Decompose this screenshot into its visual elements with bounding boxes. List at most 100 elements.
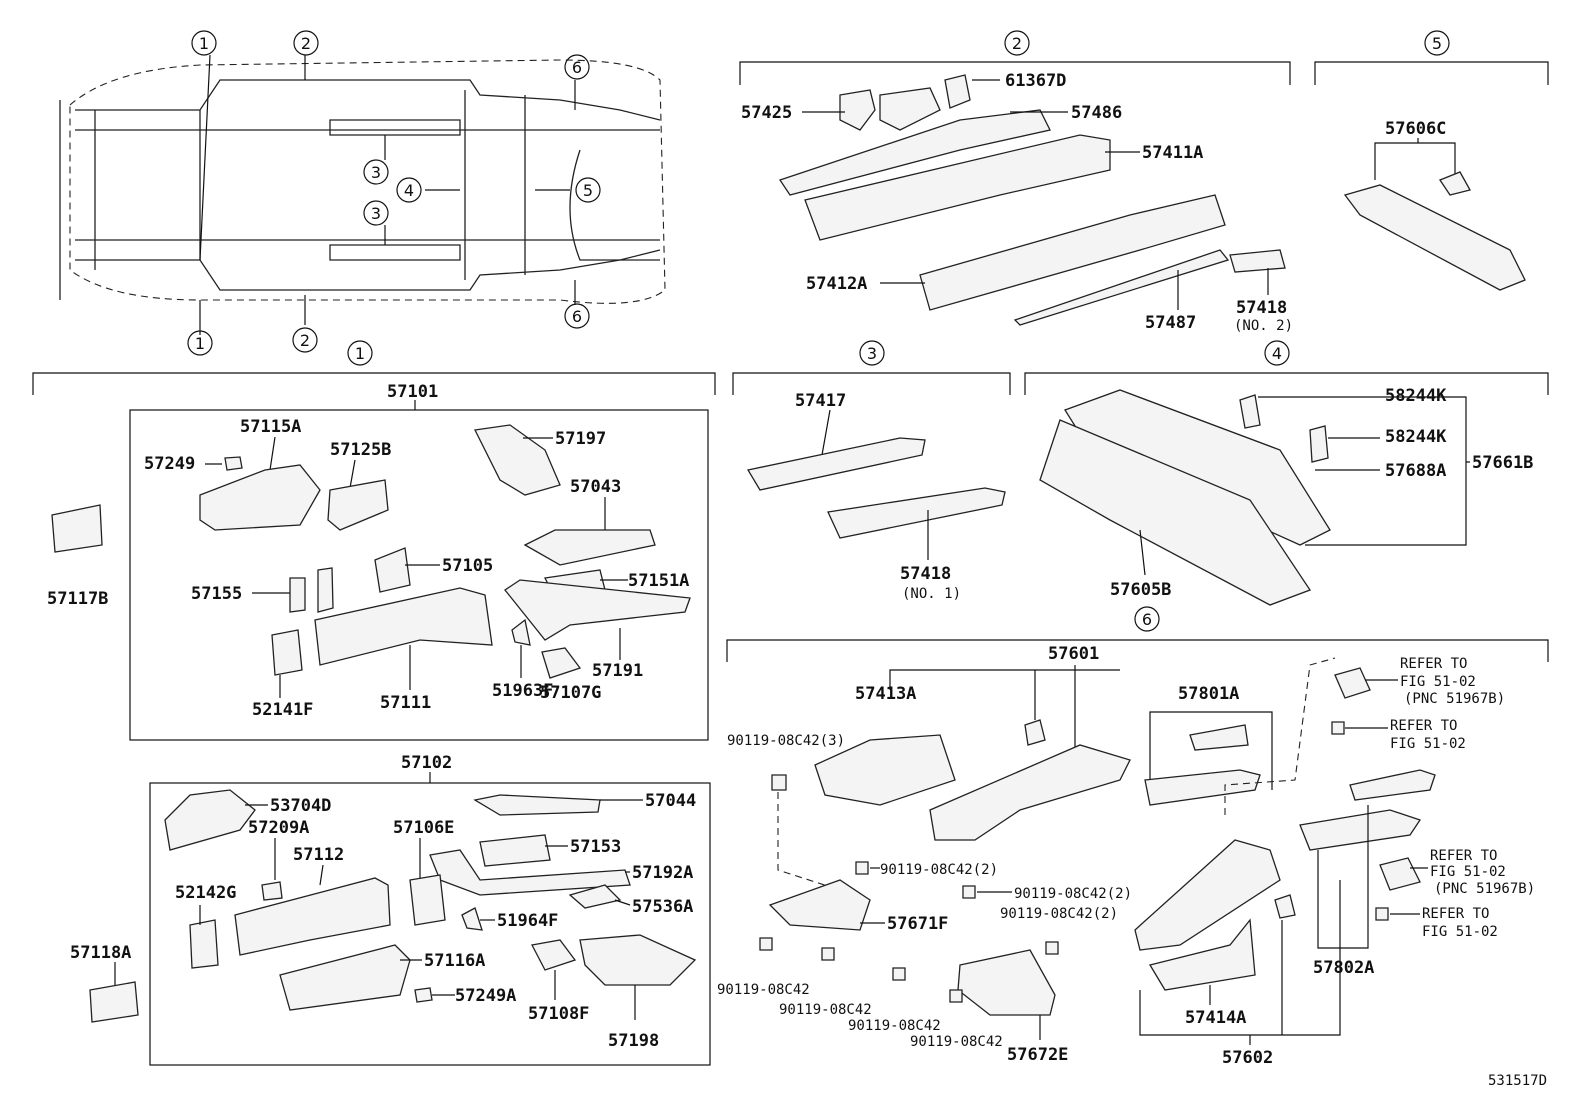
part-57191 bbox=[504, 579, 691, 641]
label-57412A: 57412A bbox=[806, 274, 867, 294]
callout-5-overview: 5 bbox=[575, 177, 601, 203]
bracket-57802A bbox=[1317, 805, 1369, 949]
part-57115A bbox=[199, 464, 321, 531]
dash-bolt-1 bbox=[777, 780, 841, 891]
label-57606C: 57606C bbox=[1385, 119, 1446, 139]
part-57106E bbox=[409, 874, 446, 926]
part-57602 bbox=[1134, 839, 1281, 951]
assembly-box-57101 bbox=[129, 409, 709, 741]
svg-text:2: 2 bbox=[300, 331, 310, 350]
label-57802A: 57802A bbox=[1313, 958, 1374, 978]
label-ref-4b: FIG 51-02 bbox=[1422, 924, 1498, 940]
label-51964F: 51964F bbox=[497, 911, 558, 931]
label-57486: 57486 bbox=[1071, 103, 1122, 123]
part-57249 bbox=[224, 456, 243, 471]
part-57413A bbox=[814, 734, 956, 806]
label-57413A: 57413A bbox=[855, 684, 916, 704]
part-57116A bbox=[279, 944, 411, 1011]
section-5-header: 5 bbox=[1314, 30, 1549, 85]
part-57044 bbox=[473, 794, 601, 816]
label-53704D: 53704D bbox=[270, 796, 331, 816]
bolt-8-icon bbox=[949, 989, 963, 1003]
callout-1-bottom: 1 bbox=[187, 330, 213, 356]
svg-text:6: 6 bbox=[572, 58, 582, 77]
label-ref-3b: FIG 51-02 bbox=[1430, 864, 1506, 880]
bolt-2-icon bbox=[855, 861, 869, 875]
label-57425: 57425 bbox=[741, 103, 792, 123]
part-52141F bbox=[271, 629, 303, 676]
part-57536A bbox=[568, 884, 622, 909]
part-57105 bbox=[374, 547, 411, 593]
label-58244K-a: 58244K bbox=[1385, 386, 1447, 406]
label-ref-2a: REFER TO bbox=[1390, 718, 1457, 734]
part-57601 bbox=[929, 744, 1131, 841]
leader-57536A bbox=[614, 899, 631, 906]
part-57112 bbox=[234, 877, 391, 956]
part-57197 bbox=[474, 424, 561, 496]
part-58244K bbox=[1239, 394, 1329, 463]
label-57192A: 57192A bbox=[632, 863, 693, 883]
label-57101: 57101 bbox=[387, 382, 438, 402]
part-57418-no1 bbox=[827, 487, 1006, 539]
label-57411A: 57411A bbox=[1142, 143, 1203, 163]
assembly-box-57102 bbox=[149, 782, 711, 1066]
leader-57125B bbox=[349, 459, 356, 489]
label-bolt-7: 90119-08C42 bbox=[848, 1018, 941, 1034]
part-57043 bbox=[523, 529, 656, 566]
label-bolt-3: 90119-08C42(2) bbox=[1014, 886, 1132, 902]
label-57209A: 57209A bbox=[248, 818, 309, 838]
part-57602-clip bbox=[1274, 894, 1296, 919]
label-52141F: 52141F bbox=[252, 700, 313, 720]
part-57111 bbox=[314, 587, 493, 666]
part-57606C-clip bbox=[1439, 171, 1471, 196]
label-57536A: 57536A bbox=[632, 897, 693, 917]
svg-text:5: 5 bbox=[583, 181, 593, 200]
part-57198 bbox=[579, 934, 697, 986]
dash-ref-1 bbox=[1224, 657, 1336, 815]
leader-57417 bbox=[821, 409, 831, 456]
part-57601-clip bbox=[1024, 719, 1046, 746]
bolt-4-icon bbox=[1045, 941, 1059, 955]
part-ref-1 bbox=[1334, 667, 1371, 699]
part-57153 bbox=[479, 834, 551, 867]
label-bolt-4: 90119-08C42(2) bbox=[1000, 906, 1118, 922]
part-57118A bbox=[89, 981, 139, 1023]
label-51963F: 51963F bbox=[492, 681, 553, 701]
label-57602: 57602 bbox=[1222, 1048, 1273, 1068]
svg-text:2: 2 bbox=[301, 34, 311, 53]
callout-6-top: 6 bbox=[564, 54, 590, 80]
label-57112: 57112 bbox=[293, 845, 344, 865]
label-bolt-5: 90119-08C42 bbox=[717, 982, 810, 998]
label-bolt-6: 90119-08C42 bbox=[779, 1002, 872, 1018]
leader-57605B bbox=[1139, 529, 1146, 576]
section-2-header: 2 bbox=[739, 30, 1291, 85]
label-bolt-8: 90119-08C42 bbox=[910, 1034, 1003, 1050]
bolt-ref-2-icon bbox=[1331, 721, 1345, 735]
bolt-3-icon bbox=[962, 885, 976, 899]
svg-text:1: 1 bbox=[195, 334, 205, 353]
label-57105: 57105 bbox=[442, 556, 493, 576]
callout-1-top: 1 bbox=[191, 30, 217, 56]
svg-text:3: 3 bbox=[371, 163, 381, 182]
part-57605B bbox=[1039, 419, 1311, 606]
label-no1: (NO. 1) bbox=[902, 586, 961, 602]
part-57802A bbox=[1299, 809, 1422, 851]
svg-text:6: 6 bbox=[1142, 610, 1152, 629]
part-51963F bbox=[511, 618, 531, 646]
label-57115A: 57115A bbox=[240, 417, 301, 437]
label-57601: 57601 bbox=[1048, 644, 1099, 664]
leader-57606C bbox=[1374, 138, 1456, 180]
label-57111: 57111 bbox=[380, 693, 431, 713]
section-6-header: 6 bbox=[726, 606, 1549, 662]
label-ref-1b: FIG 51-02 bbox=[1400, 674, 1476, 690]
callout-4-overview: 4 bbox=[396, 177, 422, 203]
svg-text:2: 2 bbox=[1012, 34, 1022, 53]
part-57155 bbox=[289, 567, 334, 613]
label-57108F: 57108F bbox=[528, 1004, 589, 1024]
part-57802A-upper bbox=[1349, 769, 1436, 801]
part-52142G bbox=[189, 919, 219, 969]
part-57606C bbox=[1343, 184, 1526, 291]
label-61367D: 61367D bbox=[1005, 71, 1066, 91]
label-57197: 57197 bbox=[555, 429, 606, 449]
